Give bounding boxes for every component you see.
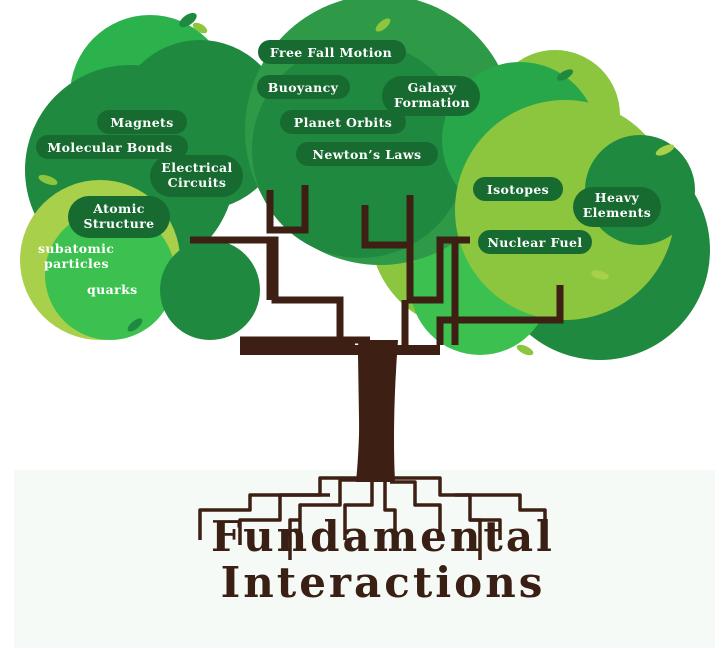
pill <box>36 135 188 159</box>
label-molecular-bonds: Molecular Bonds <box>47 140 172 155</box>
pill <box>478 230 592 254</box>
leaf-icon <box>655 144 675 156</box>
label-buoyancy: Buoyancy <box>268 80 339 95</box>
pill <box>257 75 350 99</box>
trunk-top <box>240 340 440 480</box>
pill <box>68 196 170 238</box>
label-electrical-2: Circuits <box>168 175 227 190</box>
accent-leaves <box>38 12 675 356</box>
label-electrical-1: Electrical <box>161 160 232 175</box>
canopy-blob <box>160 240 260 340</box>
label-atomic-1: Atomic <box>92 201 145 216</box>
label-heavy-1: Heavy <box>595 190 640 205</box>
title-line-1: Fundamental <box>211 512 555 561</box>
pill <box>382 76 480 116</box>
label-heavy-2: Elements <box>583 205 652 220</box>
leaf-icon <box>591 270 609 280</box>
roots <box>198 476 547 560</box>
title-line-2: Interactions <box>221 558 546 607</box>
leaf-icon <box>375 18 391 32</box>
label-subatomic-2: particles <box>44 256 109 271</box>
canopy-blob <box>45 210 175 340</box>
leaf-icon <box>192 22 208 34</box>
label-galaxy-2: Formation <box>394 95 470 110</box>
pill <box>150 155 243 197</box>
leaf-icon <box>38 174 58 186</box>
label-planet-orbits: Planet Orbits <box>294 115 392 130</box>
label-galaxy-1: Galaxy <box>408 80 457 95</box>
trunk <box>356 340 398 482</box>
label-nuclear-fuel: Nuclear Fuel <box>487 235 582 250</box>
pill <box>473 177 563 201</box>
ground-panel <box>14 470 715 648</box>
pill <box>97 110 187 134</box>
leaf-icon <box>179 12 197 28</box>
label-newtons-laws: Newton’s Laws <box>313 147 422 162</box>
label-pills <box>36 40 661 254</box>
label-atomic-2: Structure <box>83 216 154 231</box>
leaf-icon <box>63 87 81 97</box>
leaf-icon <box>127 318 143 332</box>
label-subatomic-1: subatomic <box>38 241 114 256</box>
labels: Free Fall Motion Buoyancy Galaxy Formati… <box>38 45 651 297</box>
pill <box>280 110 406 134</box>
pill <box>573 187 661 227</box>
label-magnets: Magnets <box>110 115 173 130</box>
pill <box>296 142 438 166</box>
leaf-icon <box>556 69 574 81</box>
pill <box>258 40 406 64</box>
label-isotopes: Isotopes <box>487 182 549 197</box>
label-quarks: quarks <box>87 282 138 297</box>
label-free-fall: Free Fall Motion <box>270 45 392 60</box>
leaf-icon <box>516 344 534 356</box>
